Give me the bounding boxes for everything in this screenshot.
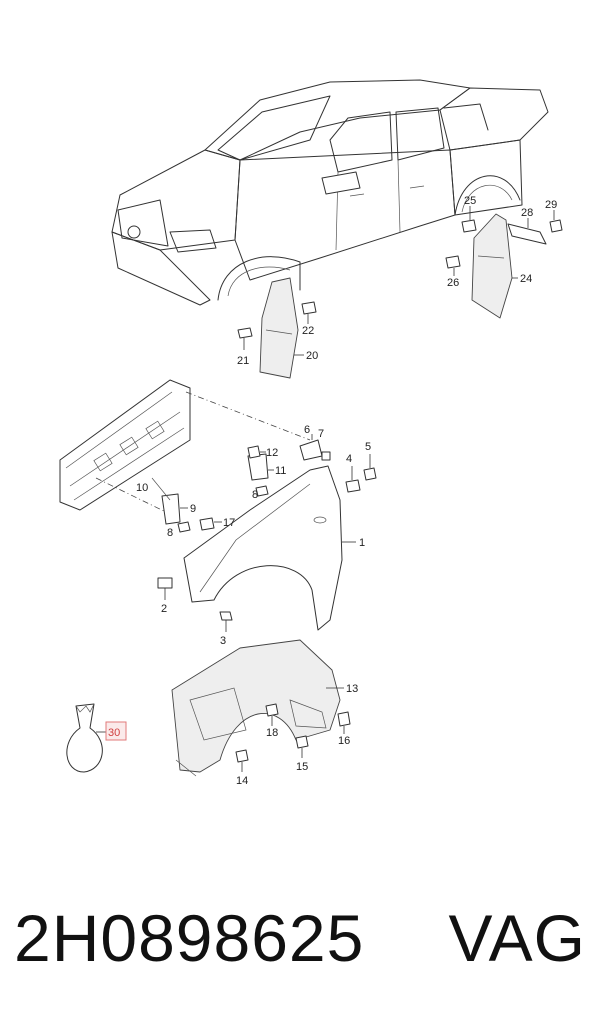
callout-6: 6 (304, 424, 310, 436)
callout-17: 17 (223, 517, 235, 529)
pickup-truck-illustration (111, 79, 549, 306)
callout-9: 9 (190, 503, 196, 515)
callout-14: 14 (236, 775, 248, 787)
callout-15: 15 (296, 761, 308, 773)
callout-18: 18 (266, 727, 278, 739)
callout-8b: 8 (167, 527, 173, 539)
callout-1: 1 (359, 537, 365, 549)
inner-body-structure (59, 379, 311, 515)
fender-fasteners (151, 434, 377, 632)
brand-name: VAG (448, 901, 586, 975)
part-number: 2H0898625 (14, 901, 365, 975)
callout-13: 13 (346, 683, 358, 695)
front-mud-flap-20 (237, 277, 317, 379)
callout-26: 26 (447, 277, 459, 289)
callout-25: 25 (464, 195, 476, 207)
callout-3: 3 (220, 635, 226, 647)
callout-28: 28 (521, 207, 533, 219)
callout-8a: 8 (252, 489, 258, 501)
parts-diagram: 20 21 22 24 25 26 28 29 1 2 3 4 5 6 7 8 … (59, 79, 563, 787)
rear-mud-flap-24 (445, 206, 563, 319)
front-fender-1 (183, 465, 343, 631)
callout-7: 7 (318, 428, 324, 440)
callout-10: 10 (136, 482, 148, 494)
callout-2: 2 (161, 603, 167, 615)
callout-4: 4 (346, 453, 352, 465)
callout-30-highlight-box (105, 721, 127, 741)
liner-fasteners (235, 703, 351, 772)
callout-30: 30 (108, 727, 120, 739)
part-number-footer: 2H0898625 VAG (0, 888, 600, 988)
callout-21: 21 (237, 355, 249, 367)
wheel-housing-liner-13 (171, 639, 344, 777)
callout-numbers: 20 21 22 24 25 26 28 29 1 2 3 4 5 6 7 8 … (108, 195, 557, 787)
callout-12: 12 (266, 447, 278, 459)
callout-5: 5 (365, 441, 371, 453)
callout-20: 20 (306, 350, 318, 362)
callout-11: 11 (275, 465, 286, 477)
callout-29: 29 (545, 199, 557, 211)
callout-24: 24 (520, 273, 532, 285)
callout-22: 22 (302, 325, 314, 337)
callout-16: 16 (338, 735, 350, 747)
fastener-bag-30 (66, 703, 127, 773)
